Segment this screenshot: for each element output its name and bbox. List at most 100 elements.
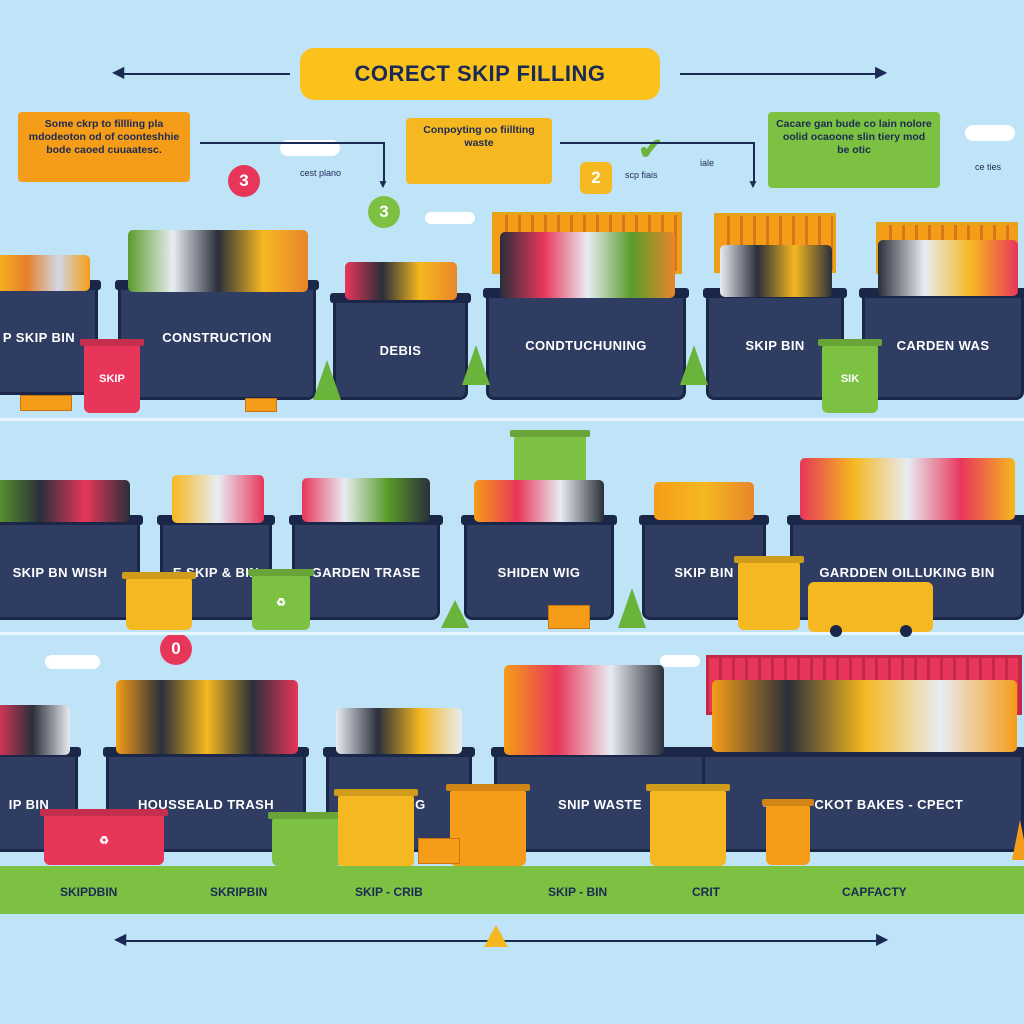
skip-bin: DEBIS [330, 293, 471, 400]
note: iale [700, 158, 715, 168]
skip-label: IP BIN [8, 797, 50, 812]
tree-icon [618, 588, 646, 628]
skip-label: CONSTRUCTION [162, 330, 272, 345]
rubbish [116, 680, 298, 754]
wheelie-bin: SIK [822, 345, 878, 413]
skip-label: SKIP BN WISH [12, 565, 108, 580]
callout-2: Conpoyting oo fiillting waste [406, 118, 552, 184]
arrow-right-icon: ▶ [876, 931, 889, 948]
skip-label: DEBIS [379, 343, 422, 358]
warning-icon [484, 925, 508, 947]
cloud-icon [965, 125, 1015, 141]
note: scp fiais [625, 170, 658, 180]
grass-strip [0, 866, 1024, 914]
tree-icon [680, 345, 708, 385]
connector [560, 142, 755, 144]
title-arrow-left [120, 73, 290, 75]
rubbish [500, 232, 675, 298]
connector [753, 142, 755, 182]
truck-wheel [830, 625, 842, 637]
note: ce ties [975, 162, 1002, 172]
skip-label: CONDTUCHUNING [525, 338, 647, 353]
page-title: CORECT SKIP FILLING [300, 48, 660, 100]
cloud-icon [280, 140, 340, 156]
bottom-label: CAPFACTY [842, 885, 907, 899]
truck-icon [808, 582, 933, 632]
bottom-label: CRIT [692, 885, 720, 899]
rubbish [336, 708, 462, 754]
skip-bin: CONDTUCHUNING [483, 288, 689, 400]
recycling-bin: ♻ [252, 575, 310, 630]
rubbish [504, 665, 664, 755]
skip-label: GARDDEN OILLUKING BIN [819, 565, 995, 580]
callout-3: Cacare gan bude co lain nolore oolid oca… [768, 112, 940, 188]
skip-label: HOUSSEALD TRASH [137, 797, 274, 812]
bin-stand [766, 805, 810, 865]
note: cest plano [300, 168, 342, 178]
brick [418, 838, 460, 864]
tree-icon [313, 360, 341, 400]
bottom-label: SKRIPBIN [210, 885, 268, 899]
cloud-icon [45, 655, 100, 669]
wheelie-bin [338, 795, 414, 867]
rubbish [128, 230, 308, 292]
rubbish [0, 480, 130, 522]
connector [383, 142, 385, 182]
skip-bin: SKIP BN WISH [0, 515, 143, 620]
arrow-right-icon: ▶ [875, 64, 888, 81]
arrow-down-icon: ▼ [377, 177, 389, 191]
wheelie-bin [650, 790, 726, 866]
title-arrow-right [680, 73, 880, 75]
wheelie-bin [450, 790, 526, 866]
skip-bin: GARDEN TRASE [289, 515, 443, 620]
rubbish [720, 245, 832, 297]
checkmark-icon: ✔ [638, 133, 664, 166]
callout-1: Some ckrp to fillling pla mdodeoton od o… [18, 112, 190, 182]
step-badge: 3 [368, 196, 400, 228]
wheelie-bin [126, 578, 192, 630]
skip-label: GARDEN TRASE [311, 565, 421, 580]
arrow-down-icon: ▼ [747, 177, 759, 191]
brick [20, 395, 72, 411]
skip-bin: - EMC - CKOT BAKES - CPECT [699, 747, 1024, 852]
skip-bin: SHIDEN WIG [461, 515, 617, 620]
skip-label: CARDEN WAS [896, 338, 990, 353]
rubbish [712, 680, 1017, 752]
bottom-label: SKIP - BIN [548, 885, 608, 899]
skip-bin: CARDEN WAS [859, 288, 1024, 400]
cloud-icon [660, 655, 700, 667]
arrow-left-icon: ◀ [114, 931, 127, 948]
wheelie-bin: SKIP [84, 345, 140, 413]
rubbish [800, 458, 1015, 520]
wheelie-bin [272, 818, 342, 866]
skip-label: SNIP WASTE [558, 797, 642, 812]
bottom-label: SKIPDBIN [60, 885, 118, 899]
brick [245, 398, 277, 412]
rubbish [474, 480, 604, 522]
green-crate [514, 436, 586, 488]
bottom-label: SKIP - CRIB [355, 885, 423, 899]
traffic-cone-icon [1012, 820, 1024, 860]
cloud-icon [425, 212, 475, 224]
shelf-divider [0, 632, 1024, 635]
rubbish [345, 262, 457, 300]
rubbish [302, 478, 430, 522]
step-badge: 3 [228, 165, 260, 197]
wheelie-bin [738, 562, 800, 630]
step-badge: 0 [160, 633, 192, 665]
skip-label: P SKIP BIN [2, 330, 76, 345]
rubbish [172, 475, 264, 523]
shelf-divider [0, 418, 1024, 421]
tree-icon [462, 345, 490, 385]
skip-label: SHIDEN WIG [497, 565, 581, 580]
tree-icon [441, 600, 469, 628]
rubbish [878, 240, 1018, 296]
skip-label: SKIP BIN [745, 338, 805, 353]
skip-label: SKIP BIN [674, 565, 734, 580]
recycling-bin: ♻ [44, 815, 164, 865]
rubbish [0, 705, 70, 755]
step-badge: 2 [580, 162, 612, 194]
skip-bin: CONSTRUCTION [115, 280, 319, 400]
skip-label: - EMC - CKOT BAKES - CPECT [762, 797, 964, 812]
connector [200, 142, 385, 144]
